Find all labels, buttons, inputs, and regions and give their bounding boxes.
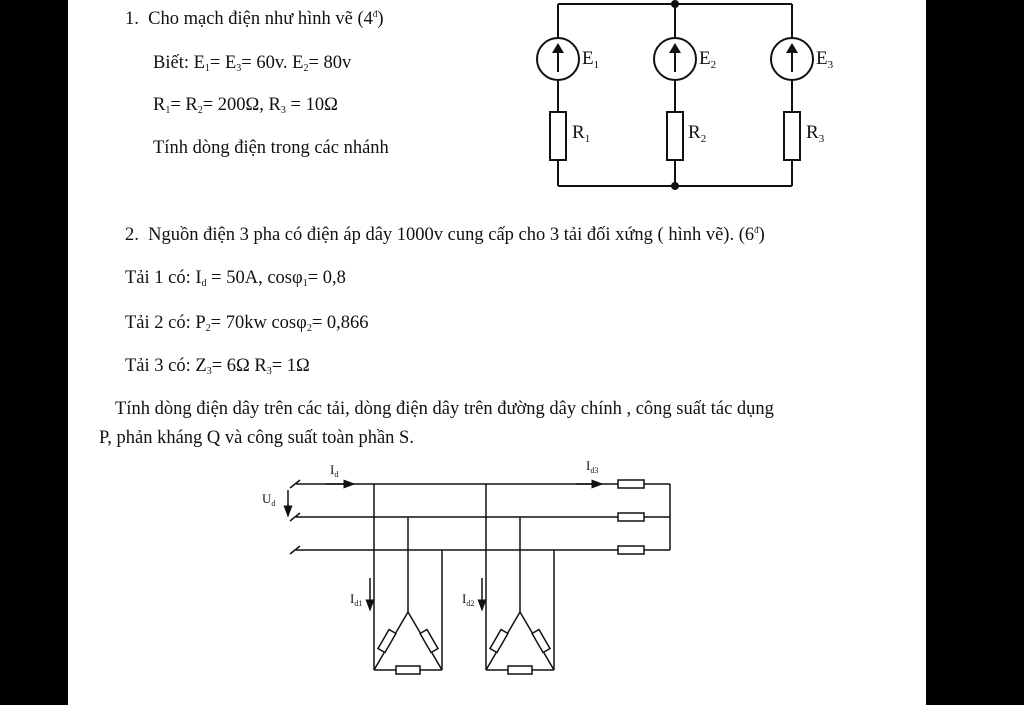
label-e3: E3 [816,48,834,71]
load-sub: 3 [206,366,212,377]
problem1-points-sup: đ [372,9,378,19]
junction-dot [671,0,679,8]
load-text: Tải 3 có: Z [125,356,207,376]
load-text: Tải 2 có: P [125,313,206,333]
res-text: = 10Ω [285,95,338,115]
problem2-question-line1: Tính dòng điện dây trên các tải, dòng đi… [115,399,774,419]
resistor-r2 [666,111,684,161]
problem2-title: 2. Nguồn điện 3 pha có điện áp dây 1000v… [125,226,765,245]
load3-impedance-b [617,512,645,522]
resistor-r1 [549,111,567,161]
given-sub: 1 [204,63,210,74]
given-text: Biết: E [153,53,205,73]
load-text: = 50A, cosφ [206,268,303,288]
load-sub: d [201,278,207,289]
problem1-task: Tính dòng điện trong các nhánh [153,138,389,158]
label-e2: E2 [699,48,716,71]
load-sub: 2 [306,323,312,334]
label-r1: R1 [572,122,590,145]
load-sub: 2 [205,323,211,334]
load2-spec: Tải 2 có: P2= 70kw cosφ2= 0,866 [125,314,369,334]
label-r3: R3 [806,122,825,145]
load3-spec: Tải 3 có: Z3= 6Ω R3= 1Ω [125,357,310,377]
three-phase-diagram: Id Id3 Ud Id1 Id2 [262,458,671,675]
load-text: = 6Ω R [211,356,267,376]
load3-impedance-a [617,479,645,489]
given-text: = 80v [308,53,352,73]
resistor-r3 [783,111,801,161]
res-sub: 1 [165,105,171,116]
label-ud: Ud [262,491,275,508]
label-e1: E1 [582,48,599,71]
problem2-number: 2. [125,225,139,245]
load-sub: 3 [266,366,272,377]
load1-impedance-left [377,628,397,654]
res-sub: 2 [197,105,203,116]
given-sub: 3 [236,63,242,74]
load-sub: 1 [302,278,308,289]
load2-impedance-left [489,628,509,654]
problem1-given-resistance: R1= R2= 200Ω, R3 = 10Ω [153,96,338,116]
load-text: Tải 1 có: I [125,268,202,288]
problem1-title: 1. Cho mạch điện như hình vẽ (4đ) [125,10,384,29]
label-id: Id [330,462,338,479]
res-text: R [153,95,166,115]
given-sub: 2 [303,63,309,74]
emf-source-e3 [770,37,814,81]
load2-impedance-bottom [507,665,533,675]
res-text: = 200Ω, R [202,95,281,115]
problem2-points-sup: đ [754,225,759,235]
problem2-title-text: Nguồn điện 3 pha có điện áp dây 1000v cu… [148,225,755,245]
problem1-number: 1. [125,9,139,29]
given-text: = E [209,53,237,73]
load1-impedance-bottom [395,665,421,675]
emf-source-e2 [653,37,697,81]
label-id3: Id3 [586,458,598,475]
res-sub: 3 [280,105,286,116]
problem1-title-text: Cho mạch điện như hình vẽ (4 [148,9,373,29]
load-text: = 1Ω [271,356,310,376]
label-r2: R2 [688,122,706,145]
problem1-given-emf: Biết: E1= E3= 60v. E2= 80v [153,54,351,74]
load2-impedance-right [531,628,551,654]
load-text: = 0,866 [311,313,369,333]
label-id1: Id1 [350,591,362,608]
given-text: = 60v. E [241,53,304,73]
problem2-question-line2: P, phản kháng Q và công suất toàn phần S… [99,428,414,448]
load1-spec: Tải 1 có: Id = 50A, cosφ1= 0,8 [125,269,346,289]
load-text: = 0,8 [307,268,346,288]
circuit-diagram-1: E1 E2 E3 R1 R2 R3 [536,0,834,190]
junction-dot [671,182,679,190]
load-text: = 70kw cosφ [210,313,307,333]
label-id2: Id2 [462,591,474,608]
problem1-title-end: ) [377,9,384,29]
problem2-title-end: ) [758,225,765,245]
load3-impedance-c [617,545,645,555]
res-text: = R [170,95,198,115]
emf-source-e1 [536,37,580,81]
load1-impedance-right [419,628,439,654]
